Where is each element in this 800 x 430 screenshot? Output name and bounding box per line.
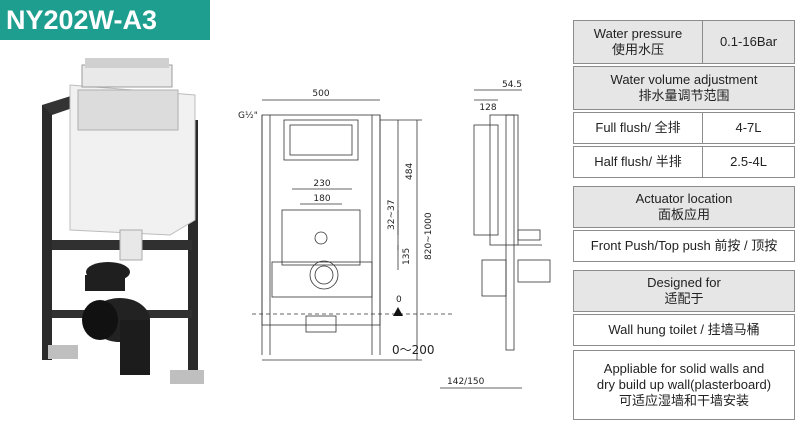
designed-value: Wall hung toilet / 挂墙马桶 xyxy=(608,322,760,337)
dim-142-150: 142/150 xyxy=(447,377,485,387)
row-actuator-header: Actuator location 面板应用 xyxy=(573,186,795,228)
dim-128: 128 xyxy=(479,103,496,113)
technical-drawing: 500 230 180 G½" 484 32~37 820~1000 135 0… xyxy=(238,80,551,389)
dim-zero: 0 xyxy=(396,295,402,305)
designed-header: Designed for 适配于 xyxy=(647,275,721,306)
row-appliable: Appliable for solid walls and dry build … xyxy=(573,350,795,420)
water-pressure-value: 0.1-16Bar xyxy=(702,21,794,63)
half-flush-value: 2.5-4L xyxy=(702,147,794,177)
row-designed-header: Designed for 适配于 xyxy=(573,270,795,312)
row-half-flush: Half flush/ 半排 2.5-4L xyxy=(573,146,795,178)
dim-820-1000: 820~1000 xyxy=(424,212,434,260)
dim-500: 500 xyxy=(312,89,329,99)
dim-484: 484 xyxy=(405,163,415,180)
full-flush-label: Full flush/ 全排 xyxy=(595,120,681,135)
dim-32-37: 32~37 xyxy=(387,200,397,230)
dim-pipe: G½" xyxy=(238,111,258,121)
dim-230: 230 xyxy=(313,179,330,189)
row-water-pressure: Water pressure 使用水压 0.1-16Bar xyxy=(573,20,795,64)
actuator-value: Front Push/Top push 前按 / 顶按 xyxy=(590,238,778,253)
volume-header: Water volume adjustment 排水量调节范围 xyxy=(610,72,758,103)
appliable-text: Appliable for solid walls and dry build … xyxy=(596,361,772,408)
water-pressure-label: Water pressure 使用水压 xyxy=(593,26,683,57)
dim-180: 180 xyxy=(313,194,330,204)
row-volume-header: Water volume adjustment 排水量调节范围 xyxy=(573,66,795,110)
product-photo xyxy=(42,58,204,384)
row-actuator-value: Front Push/Top push 前按 / 顶按 xyxy=(573,230,795,262)
actuator-header: Actuator location 面板应用 xyxy=(635,191,733,222)
row-full-flush: Full flush/ 全排 4-7L xyxy=(573,112,795,144)
model-title: NY202W-A3 xyxy=(0,0,210,40)
spec-table: Water pressure 使用水压 0.1-16Bar Water volu… xyxy=(573,20,795,420)
dim-135: 135 xyxy=(402,248,412,265)
full-flush-value: 4-7L xyxy=(702,113,794,143)
row-designed-value: Wall hung toilet / 挂墙马桶 xyxy=(573,314,795,346)
dim-0-200: 0～200 xyxy=(392,343,435,357)
dim-54-5: 54.5 xyxy=(502,80,522,90)
half-flush-label: Half flush/ 半排 xyxy=(594,154,682,169)
